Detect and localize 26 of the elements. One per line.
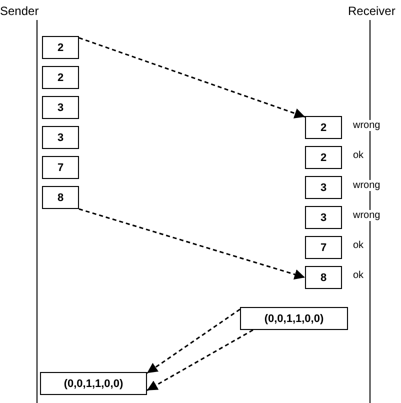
packet-box: 2 — [305, 146, 342, 169]
packet-box: 2 — [42, 36, 79, 59]
arrow — [78, 208, 306, 280]
status-text: ok — [352, 270, 365, 281]
status-text: wrong — [352, 120, 382, 131]
packet-box: 2 — [42, 66, 79, 89]
status-text: wrong — [352, 180, 382, 191]
lifeline-label: Receiver — [348, 4, 396, 18]
packet-box: 8 — [42, 186, 79, 209]
arrow — [146, 329, 254, 392]
packet-box: 7 — [305, 236, 342, 259]
status-text: ok — [352, 150, 365, 161]
packet-box: 2 — [305, 116, 342, 139]
packet-box: 7 — [42, 156, 79, 179]
status-text: wrong — [352, 210, 382, 221]
packet-box: 8 — [305, 266, 342, 289]
lifeline-label: Sender — [0, 4, 39, 18]
packet-box: 3 — [42, 126, 79, 149]
packet-box: 3 — [305, 206, 342, 229]
packet-box: 3 — [42, 96, 79, 119]
arrow — [78, 37, 306, 118]
status-text: ok — [352, 240, 365, 251]
packet-box: 3 — [305, 176, 342, 199]
vector-box: (0,0,1,1,0,0) — [240, 307, 348, 330]
arrow — [146, 308, 240, 374]
vector-box: (0,0,1,1,0,0) — [40, 372, 147, 395]
